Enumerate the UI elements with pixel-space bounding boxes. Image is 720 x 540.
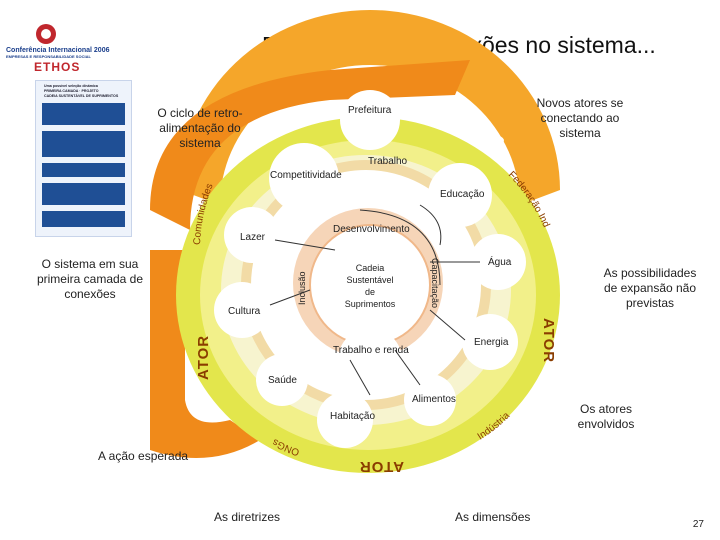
saude-label: Saúde — [268, 375, 297, 386]
educacao-label: Educação — [440, 189, 485, 200]
lazer-label: Lazer — [240, 232, 266, 243]
arrow-habitacao — [349, 359, 371, 396]
node-habitacao — [317, 392, 373, 448]
arrow-center-loop — [359, 209, 441, 286]
document-block — [42, 211, 125, 227]
agua-label: Água — [488, 257, 512, 268]
habitacao-label: Habitação — [330, 411, 376, 422]
logo-brand: ETHOS — [34, 60, 81, 74]
arrow-lazer — [274, 239, 336, 251]
inclusao-label: Inclusão — [297, 271, 307, 305]
node-energia — [462, 314, 518, 370]
document-block — [42, 183, 125, 205]
capacitacao-label: Capacitação — [430, 258, 440, 308]
node-agua — [470, 234, 526, 290]
node-saude — [256, 354, 308, 406]
arrow-alimentos — [394, 349, 421, 386]
document-block — [42, 103, 125, 125]
cultura-label: Cultura — [228, 306, 261, 317]
logo-line1: Conferência Internacional 2006 — [6, 47, 110, 54]
node-educacao — [428, 163, 492, 227]
trabalho-label: Trabalho — [368, 156, 408, 167]
center-label: Cadeia Sustentável de Suprimentos — [344, 263, 396, 309]
node-lazer — [224, 207, 280, 263]
energia-label: Energia — [474, 337, 509, 348]
document-heading: Uma possível seleção dinâmica PRIMEIRA C… — [44, 84, 119, 98]
arrow-desenvolvimento — [419, 204, 442, 246]
node-cultura — [214, 282, 270, 338]
expansion-note: As possibilidades de expansão não previs… — [603, 266, 697, 310]
arrow-cultura — [269, 289, 311, 306]
document-block — [42, 131, 125, 157]
document-thumbnail: Uma possível seleção dinâmica PRIMEIRA C… — [35, 80, 132, 237]
first-layer-note: O sistema em sua primeira camada de cone… — [36, 257, 144, 301]
new-actors-note: Novos atores se conectando ao sistema — [536, 96, 624, 140]
document-block — [42, 163, 125, 177]
node-prefeitura — [340, 90, 400, 150]
logo-line2: EMPRESAS E RESPONSABILIDADE SOCIAL — [6, 54, 91, 59]
prefeitura-label: Prefeitura — [348, 105, 392, 116]
trabalho-renda-label: Trabalho e renda — [333, 345, 409, 356]
logo-circle-icon — [36, 24, 56, 44]
actors-involved-note: Os atores envolvidos — [577, 402, 635, 431]
feedback-note: O ciclo de retro- alimentação do sistema — [157, 106, 243, 150]
arrow-energia — [429, 309, 466, 341]
ator-right-label: ATOR — [540, 318, 557, 363]
competitividade-label: Competitividade — [270, 170, 342, 181]
feedback-arrow — [150, 60, 470, 230]
outer-ring-arc — [180, 10, 560, 205]
node-competitividade — [269, 143, 339, 213]
logo: Conferência Internacional 2006 EMPRESAS … — [6, 22, 126, 74]
page-number: 27 — [692, 519, 704, 530]
desenvolvimento-label: Desenvolvimento — [333, 224, 410, 235]
expected-action-note: A ação esperada — [98, 449, 189, 463]
guidelines-label: As diretrizes — [214, 510, 281, 524]
ator-left-label: ATOR — [195, 335, 212, 380]
dimensions-label: As dimensões — [455, 510, 531, 524]
alimentos-label: Alimentos — [412, 394, 456, 405]
node-alimentos — [404, 374, 456, 426]
node-trabalho-renda — [338, 328, 402, 392]
ator-bottom-label: ATOR — [359, 458, 404, 475]
